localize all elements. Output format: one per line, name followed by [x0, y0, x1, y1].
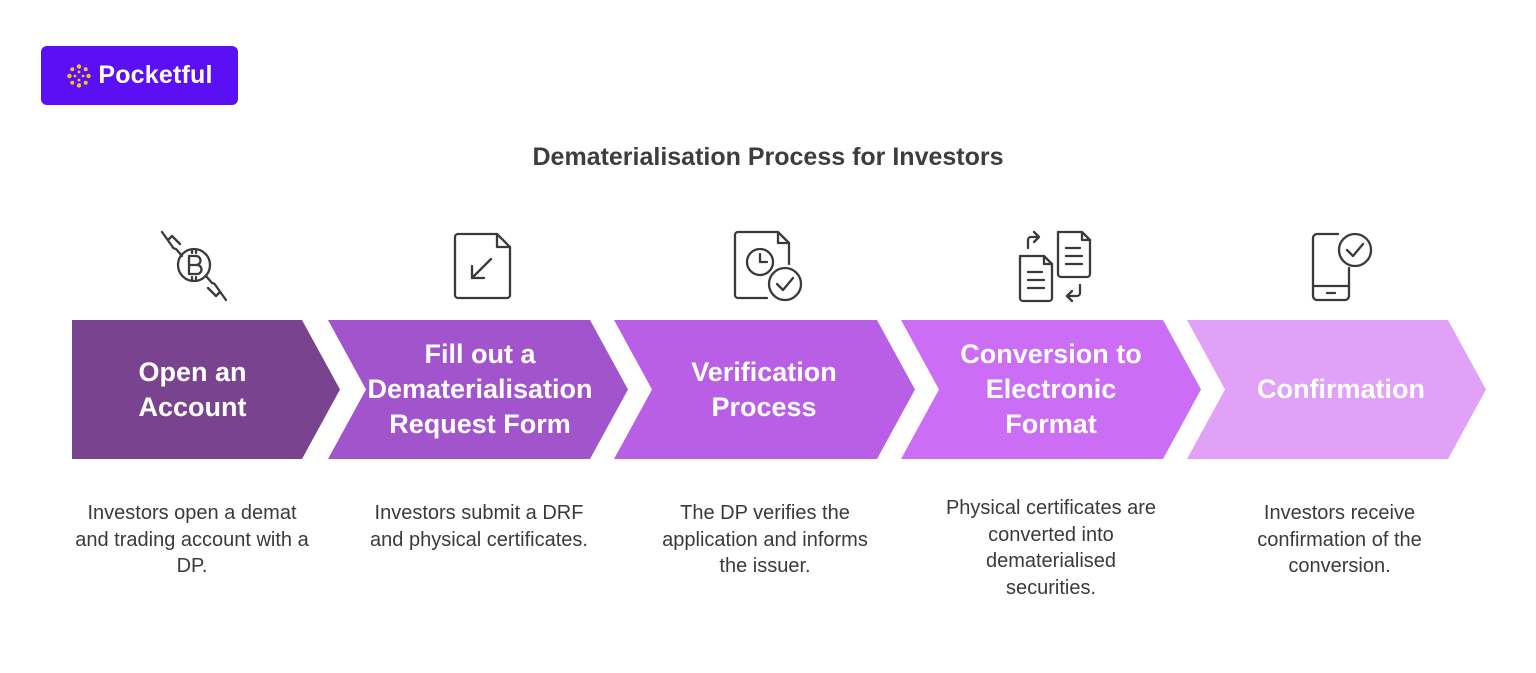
step-description-4: Physical certificates are converted into… [945, 497, 1157, 599]
chevron-step-3 [614, 320, 915, 459]
chevron-step-4 [901, 320, 1201, 459]
documents-exchange-icon [1016, 228, 1092, 304]
phone-check-icon [1302, 228, 1378, 304]
step-description-3: The DP verifies the application and info… [662, 502, 868, 577]
chevron-step-5 [1187, 320, 1486, 459]
step-description-2: Investors submit a DRF and physical cert… [370, 502, 588, 551]
diagram-title: Dematerialisation Process for Investors [532, 143, 1004, 171]
step-label-4: Conversion to Electronic Format [960, 339, 1142, 439]
step-label-5: Confirmation [1257, 374, 1425, 404]
step-label-1: Open an Account [138, 356, 247, 422]
step-label-2: Fill out a Dematerialisation Request For… [367, 339, 593, 439]
bitcoin-hand-icon [156, 228, 232, 304]
document-arrow-icon [443, 228, 519, 304]
pocketful-sparkle-icon [67, 63, 92, 88]
step-description-5: Investors receive confirmation of the co… [1257, 502, 1422, 577]
step-description-1: Investors open a demat and trading accou… [75, 502, 309, 577]
chevron-step-2 [328, 320, 628, 459]
chevron-step-1 [72, 320, 340, 459]
step-label-3: Verification Process [691, 356, 837, 422]
brand-logo: Pocketful [41, 46, 238, 105]
brand-name: Pocketful [98, 61, 213, 89]
document-clock-check-icon [729, 228, 805, 304]
